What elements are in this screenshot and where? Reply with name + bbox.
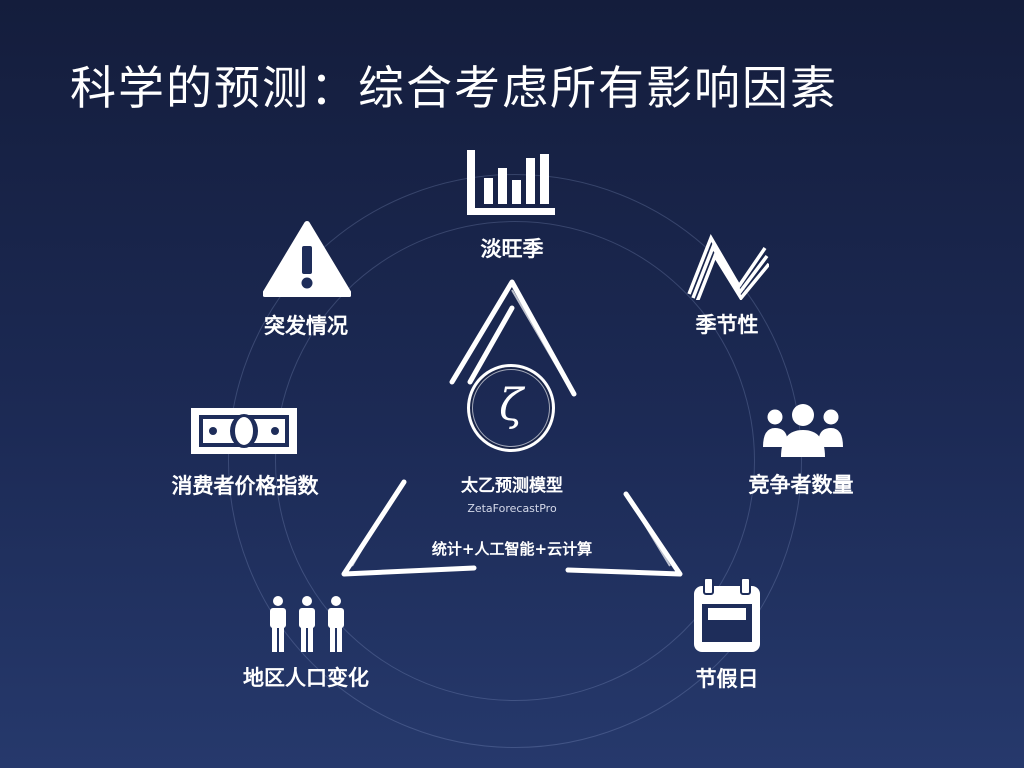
warning-icon: [263, 221, 351, 297]
factor-label-population: 地区人口变化: [243, 666, 369, 690]
model-triangle: [341, 279, 683, 577]
zigzag-icon: [687, 233, 769, 300]
factor-label-competitors: 竞争者数量: [748, 473, 854, 497]
model-brand: ZetaForecastPro: [467, 502, 557, 515]
zeta-logo: ζ: [467, 364, 555, 452]
factor-label-off-peak: 淡旺季: [480, 237, 544, 261]
factor-label-emergency: 突发情况: [264, 314, 348, 338]
zeta-symbol: ζ: [499, 380, 523, 431]
model-name: 太乙预测模型: [461, 476, 563, 496]
people-icon: [270, 596, 344, 652]
users-icon: [763, 404, 843, 457]
slide-title: 科学的预测：综合考虑所有影响因素: [70, 61, 838, 115]
bar-chart-icon: [467, 150, 555, 215]
model-tagline: 统计+人工智能+云计算: [431, 540, 593, 558]
money-icon: [191, 408, 297, 454]
calendar-icon: [694, 578, 760, 652]
inner-ring: [275, 221, 755, 701]
factor-label-holidays: 节假日: [695, 667, 759, 691]
factor-label-seasonality: 季节性: [695, 313, 759, 337]
factor-label-cpi: 消费者价格指数: [171, 474, 319, 498]
outer-ring: [228, 174, 802, 748]
